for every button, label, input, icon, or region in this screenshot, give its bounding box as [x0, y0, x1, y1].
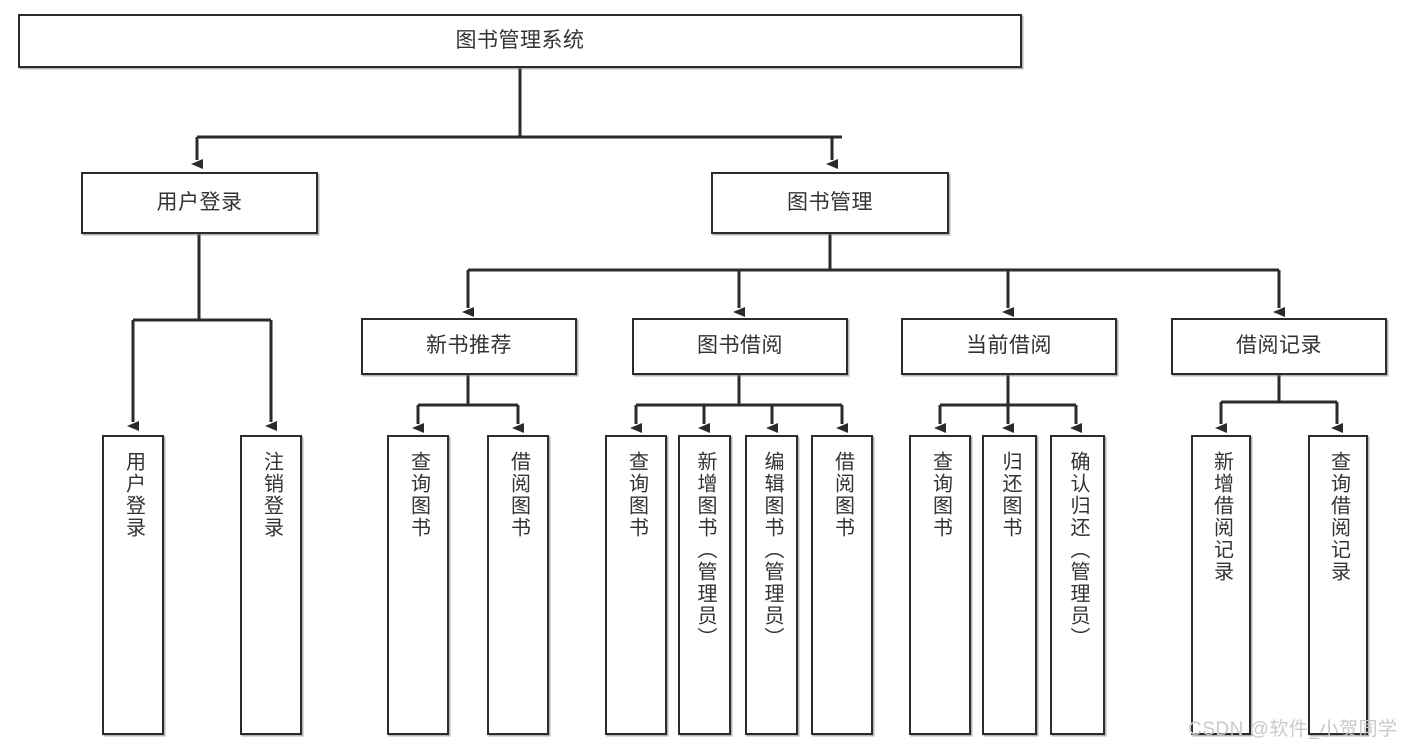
- leaf-borrow-book-2-label: 借阅图书: [831, 451, 854, 539]
- leaf-query-record-label: 查询借阅记录: [1327, 451, 1350, 583]
- leaf-logout-login[interactable]: 注销登录: [240, 435, 302, 735]
- leaf-borrow-book-1[interactable]: 借阅图书: [487, 435, 549, 735]
- node-root[interactable]: 图书管理系统: [18, 14, 1022, 68]
- leaf-query-book-3-label: 查询图书: [929, 451, 952, 539]
- node-current-borrow[interactable]: 当前借阅: [901, 318, 1117, 375]
- leaf-borrow-book-1-label: 借阅图书: [507, 451, 530, 539]
- node-book-borrow[interactable]: 图书借阅: [632, 318, 848, 375]
- leaf-logout-login-label: 注销登录: [260, 451, 283, 539]
- leaf-add-record[interactable]: 新增借阅记录: [1191, 435, 1251, 735]
- leaf-query-book-1-label: 查询图书: [407, 451, 430, 539]
- node-new-book-recommend[interactable]: 新书推荐: [361, 318, 577, 375]
- leaf-user-login[interactable]: 用户登录: [102, 435, 164, 735]
- leaf-add-record-label: 新增借阅记录: [1210, 451, 1233, 583]
- leaf-borrow-book-2[interactable]: 借阅图书: [811, 435, 873, 735]
- node-user-login-label: 用户登录: [156, 190, 243, 214]
- leaf-edit-book[interactable]: 编辑图书（管理员）: [745, 435, 798, 735]
- leaf-edit-book-label: 编辑图书（管理员）: [761, 451, 783, 649]
- leaf-add-book[interactable]: 新增图书（管理员）: [678, 435, 731, 735]
- leaf-return-book-label: 归还图书: [999, 451, 1021, 539]
- leaf-query-book-2[interactable]: 查询图书: [605, 435, 667, 735]
- leaf-query-book-1[interactable]: 查询图书: [387, 435, 449, 735]
- leaf-query-book-3[interactable]: 查询图书: [909, 435, 971, 735]
- node-borrow-record-label: 借阅记录: [1236, 334, 1322, 358]
- leaf-user-login-label: 用户登录: [122, 451, 145, 539]
- leaf-return-book[interactable]: 归还图书: [982, 435, 1037, 735]
- node-new-book-recommend-label: 新书推荐: [426, 334, 512, 358]
- node-borrow-record[interactable]: 借阅记录: [1171, 318, 1387, 375]
- node-book-management[interactable]: 图书管理: [711, 172, 949, 234]
- node-book-borrow-label: 图书借阅: [697, 334, 783, 358]
- leaf-confirm-return-label: 确认归还（管理员）: [1067, 451, 1089, 649]
- node-root-label: 图书管理系统: [455, 28, 585, 52]
- leaf-query-record[interactable]: 查询借阅记录: [1308, 435, 1368, 735]
- node-current-borrow-label: 当前借阅: [966, 334, 1052, 358]
- leaf-confirm-return[interactable]: 确认归还（管理员）: [1050, 435, 1105, 735]
- node-user-login[interactable]: 用户登录: [81, 172, 318, 234]
- leaf-add-book-label: 新增图书（管理员）: [694, 451, 716, 649]
- node-book-management-label: 图书管理: [787, 190, 873, 214]
- leaf-query-book-2-label: 查询图书: [625, 451, 648, 539]
